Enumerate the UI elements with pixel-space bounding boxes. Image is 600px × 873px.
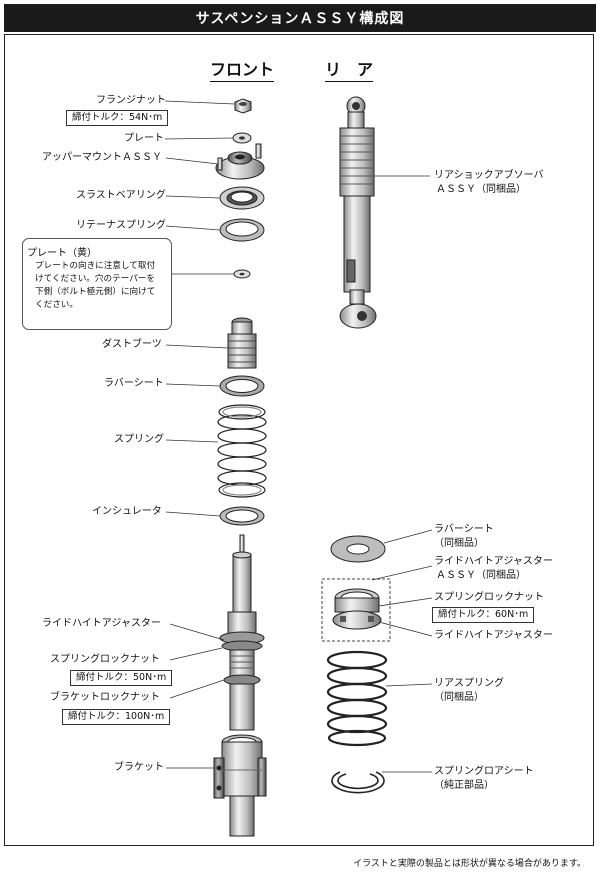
label-rear-ride-height-adjuster: ライドハイトアジャスター	[434, 630, 553, 641]
label-bracket-lock-torque: 締付トルク：100N･m	[62, 709, 171, 725]
rear-spring-lower-seat-part	[331, 771, 385, 794]
label-retainer-spring: リテーナスプリング	[76, 220, 166, 231]
label-rear-spring-note: （同梱品）	[434, 692, 484, 703]
label-spring: スプリング	[114, 434, 164, 445]
label-flange-torque: 締付トルク：54N･m	[66, 110, 169, 126]
rear-ride-height-adjuster-part	[332, 588, 382, 630]
rear-rubber-seat-part	[330, 535, 386, 563]
label-ride-height-assy-note: ＡＳＳＹ（同梱品）	[436, 570, 526, 581]
plate-note-box: プレート（黄） プレートの向きに注意して取付 けてください。穴のテーパーを 下側…	[22, 238, 172, 330]
leader-lines	[164, 100, 433, 773]
upper-mount-part	[215, 143, 265, 180]
front-shock-body-part	[219, 534, 265, 731]
note-line: プレートの向きに注意して取付	[35, 261, 156, 271]
plate-part	[232, 132, 252, 144]
note-line: 下側（ボルト極元側）に向けて	[35, 287, 156, 297]
rear-coil-spring-part	[326, 650, 388, 747]
front-heading: フロント	[210, 56, 275, 82]
label-upper-mount: アッパーマウントＡＳＳＹ	[42, 152, 162, 163]
label-dust-boots: ダストブーツ	[102, 339, 162, 350]
rubber-seat-part	[219, 375, 265, 397]
label-rear-spring-lock-torque: 締付トルク：60N･m	[432, 607, 535, 623]
label-rear-spring-lock-nut: スプリングロックナット	[434, 592, 544, 603]
thrust-bearing-part	[219, 186, 265, 210]
label-rear-rubber-seat: ラバーシート	[434, 524, 494, 535]
label-plate: プレート	[124, 133, 164, 144]
bracket-part	[213, 734, 267, 837]
label-rear-rubber-seat-note: （同梱品）	[434, 538, 484, 549]
label-rear-shock-assy: ＡＳＳＹ（同梱品）	[436, 184, 526, 195]
page-title: サスペンションＡＳＳＹ構成図	[4, 4, 596, 32]
rear-shock-part	[339, 96, 377, 329]
note-body: プレートの向きに注意して取付 けてください。穴のテーパーを 下側（ボルト極元側）…	[35, 260, 169, 312]
label-rear-shock: リアショックアブソーバ	[434, 170, 544, 181]
coil-spring-part	[217, 404, 267, 498]
note-line: ください。	[35, 300, 78, 310]
flange-nut-part	[234, 98, 252, 114]
label-bracket-lock-nut: ブラケットロックナット	[50, 692, 160, 703]
note-title: プレート（黄）	[27, 248, 97, 259]
label-ride-height-adjuster: ライドハイトアジャスター	[42, 618, 161, 629]
label-flange-nut: フランジナット	[96, 95, 166, 106]
label-bracket: ブラケット	[114, 762, 164, 773]
label-spring-lower-seat-note: （純正部品）	[434, 780, 494, 791]
note-line: けてください。穴のテーパーを	[35, 274, 155, 284]
rear-heading: リ ア	[325, 56, 374, 82]
dust-boots-part	[227, 317, 257, 369]
label-thrust-bearing: スラストベアリング	[76, 190, 166, 201]
label-spring-lower-seat: スプリングロアシート	[434, 766, 534, 777]
footer-disclaimer: イラストと実際の製品とは形状が異なる場合があります。	[353, 859, 586, 869]
label-rear-spring: リアスプリング	[434, 678, 504, 689]
label-insulator: インシュレータ	[92, 506, 162, 517]
label-spring-lock-torque: 締付トルク：50N･m	[70, 670, 173, 686]
label-ride-height-assy: ライドハイトアジャスター	[434, 556, 553, 567]
label-rubber-seat: ラバーシート	[104, 378, 164, 389]
label-spring-lock-nut: スプリングロックナット	[50, 654, 160, 665]
insulator-part	[219, 506, 265, 526]
yellow-plate-part	[233, 269, 251, 279]
diagram-frame	[4, 34, 594, 846]
retainer-spring-part	[219, 218, 265, 242]
